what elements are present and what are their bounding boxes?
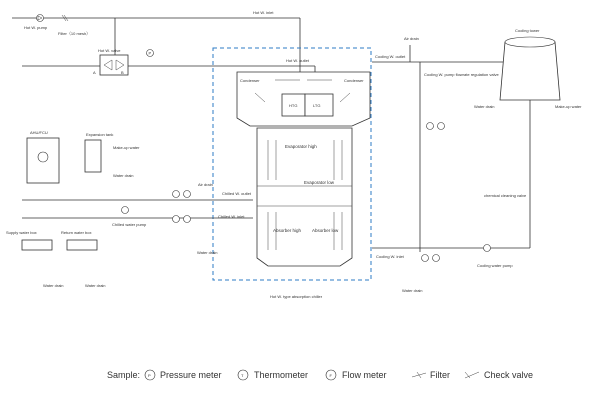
absorption-chiller: HTG LTG Condenser Condenser Evaporator h… xyxy=(212,47,372,299)
water-drain-return-label: Water drain xyxy=(85,283,106,288)
make-up-water-tower-label: Make-up water xyxy=(555,104,582,109)
condenser-left-label: Condenser xyxy=(240,78,260,83)
legend-check-valve-icon xyxy=(464,371,480,379)
chilled-water-inlet-label: Chilled W. inlet xyxy=(218,214,245,219)
cooling-water-inlet-label: Cooling W. inlet xyxy=(376,254,405,259)
air-drain-chilled-label: Air drain xyxy=(198,182,213,187)
thermometer-icon xyxy=(183,215,191,223)
chiller-caption: Hot W. type absorption chiller xyxy=(270,294,323,299)
ltg xyxy=(304,93,334,117)
chilled-water-pump-label: Chilled water pump xyxy=(112,222,147,227)
svg-text:P: P xyxy=(149,51,152,56)
legend-sample-label: Sample: xyxy=(107,370,140,380)
legend-check-valve: Check valve xyxy=(484,370,533,380)
expansion-tank-label: Expansion tank xyxy=(86,132,113,137)
make-up-water-tank-label: Make-up water xyxy=(113,145,140,150)
pressure-meter-icon xyxy=(172,190,180,198)
svg-text:HTG: HTG xyxy=(289,103,297,108)
svg-text:A: A xyxy=(93,70,96,75)
supply-water-box xyxy=(21,239,53,251)
hot-water-valve-label: Hot W. valve xyxy=(98,48,121,53)
evaporator-high-label: Evaporator high xyxy=(285,144,317,149)
thermometer-icon xyxy=(432,254,440,262)
air-drain-top-label: Air drain xyxy=(404,36,419,41)
svg-text:P: P xyxy=(148,373,151,378)
hot-water-pump-label: Hot W. pump xyxy=(24,25,48,30)
return-water-box-label: Return water box xyxy=(61,230,91,235)
water-drain-tank-label: Water drain xyxy=(113,173,134,178)
chemical-cleaning-valve-label: chemical cleaning valve xyxy=(484,193,527,198)
water-drain-tower-label: Water drain xyxy=(474,104,495,109)
thermometer-icon xyxy=(437,122,445,130)
cooling-water-outlet-label: Cooling W. outlet xyxy=(375,54,406,59)
thermometer-icon xyxy=(183,190,191,198)
water-drain-supply-label: Water drain xyxy=(43,283,64,288)
water-drain-cooling-label: Water drain xyxy=(402,288,423,293)
svg-text:F: F xyxy=(330,373,333,378)
fan-icon xyxy=(37,151,49,163)
svg-text:T: T xyxy=(241,373,244,378)
hot-water-circuit: Hot W. pump Filter（10 mesh） Hot W. inlet… xyxy=(12,10,316,76)
cooling-water-circuit: Cooling W. outlet Air drain Cooling towe… xyxy=(372,28,582,293)
cooling-water-pump-label: Cooling water pump xyxy=(477,263,513,268)
evaporator-low-label: Evaporator low xyxy=(304,180,335,185)
cooling-tower-label: Cooling tower xyxy=(515,28,540,33)
return-water-box xyxy=(66,239,98,251)
legend-flow-meter: Flow meter xyxy=(342,370,387,380)
pressure-meter-icon xyxy=(426,122,434,130)
cooling-water-pump-icon xyxy=(483,244,491,252)
svg-text:LTG: LTG xyxy=(313,103,320,108)
chilled-water-circuit: AHU/FCU Expansion tank Make-up water Wat… xyxy=(6,130,253,288)
expansion-tank xyxy=(84,139,102,173)
water-drain-chilled-label: Water drain xyxy=(197,250,218,255)
legend-thermometer-icon xyxy=(237,369,249,381)
hot-water-outlet-label: Hot W. outlet xyxy=(286,58,310,63)
cooling-tower-icon xyxy=(499,41,561,101)
condenser-right-label: Condenser xyxy=(344,78,364,83)
chilled-water-pump-icon xyxy=(121,206,129,214)
flow-meter-icon xyxy=(172,215,180,223)
supply-water-box-label: Supply water box xyxy=(6,230,37,235)
chiller-boundary xyxy=(212,47,372,281)
legend-filter-icon xyxy=(411,371,427,379)
legend-thermometer: Thermometer xyxy=(254,370,308,380)
absorber-high-label: Absorber high xyxy=(273,228,302,233)
pressure-meter-icon xyxy=(421,254,429,262)
hot-water-valve-icon xyxy=(99,54,129,76)
legend-flow-meter-icon xyxy=(325,369,337,381)
ahu-fcu-label: AHU/FCU xyxy=(30,130,48,135)
hot-water-inlet-label: Hot W. inlet xyxy=(253,10,274,15)
cooling-flowrate-valve-label: Cooling W. pump flowrate regulation valv… xyxy=(424,72,499,77)
pressure-meter-icon xyxy=(146,49,154,57)
evaporator-absorber-shell xyxy=(256,127,353,267)
svg-text:B: B xyxy=(121,70,124,75)
chilled-water-outlet-label: Chilled W. outlet xyxy=(222,191,252,196)
legend: Sample: P Pressure meter T Thermometer F… xyxy=(107,369,533,381)
filter-label: Filter（10 mesh） xyxy=(58,31,90,36)
legend-pressure-meter-icon xyxy=(144,369,156,381)
absorber-low-label: Absorber low xyxy=(312,228,339,233)
legend-filter: Filter xyxy=(430,370,450,380)
legend-pressure-meter: Pressure meter xyxy=(160,370,222,380)
filter-icon xyxy=(61,14,69,22)
